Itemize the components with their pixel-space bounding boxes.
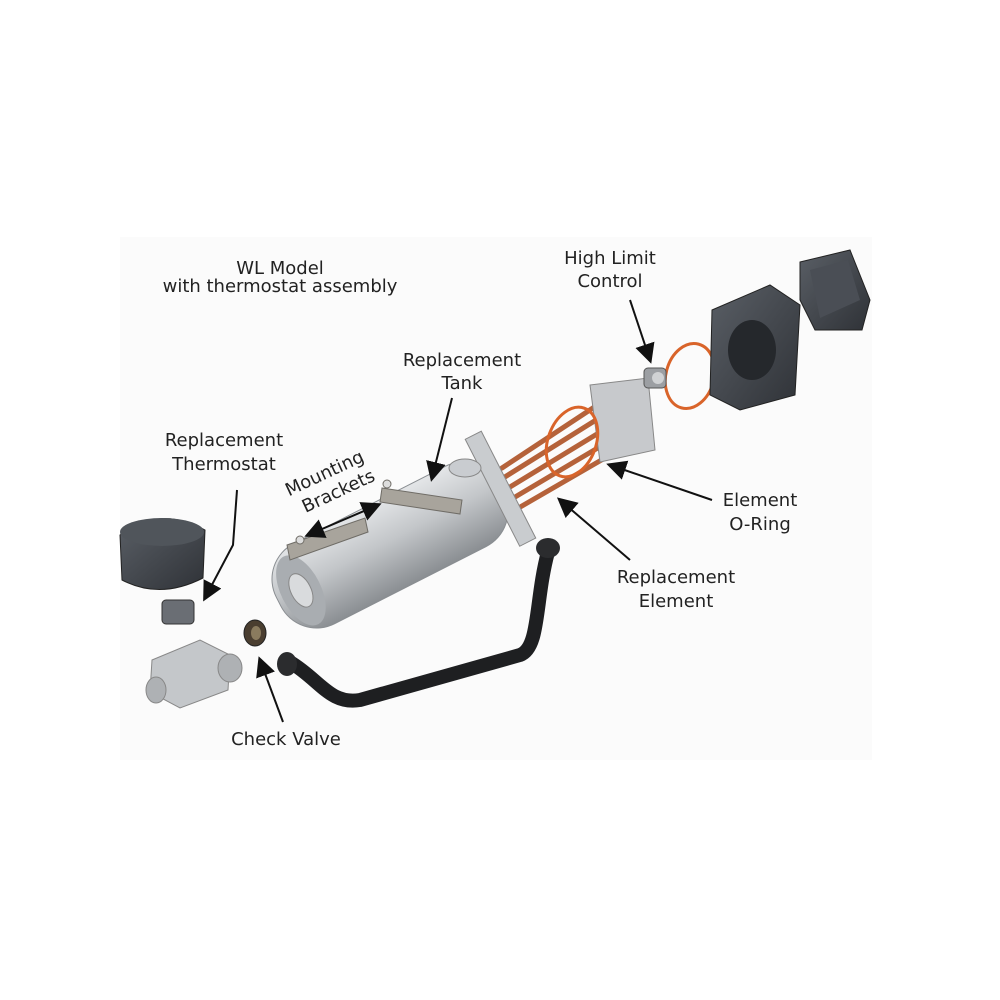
replacement-thermostat-part — [161, 599, 195, 625]
hose-fitting-right — [536, 538, 560, 558]
arrow-brackets — [304, 502, 382, 538]
title-line1: WL Model — [236, 258, 324, 279]
label-element-1: Replacement — [617, 567, 735, 588]
high-limit-control — [643, 367, 667, 389]
label-high-limit-2: Control — [577, 271, 642, 292]
arrow-element — [556, 497, 631, 561]
element-o-ring — [544, 405, 600, 479]
label-high-limit-1: High Limit — [564, 248, 656, 269]
label-oring-1: Element — [723, 490, 798, 511]
arrow-tank — [426, 397, 453, 482]
element-plate — [589, 377, 656, 463]
label-tank-2: Tank — [441, 373, 483, 394]
hose-fitting-left — [277, 652, 297, 676]
label-check-valve: Check Valve — [231, 729, 341, 750]
label-element-2: Element — [639, 591, 714, 612]
label-thermostat-2: Thermostat — [171, 454, 276, 475]
check-valve-part — [243, 619, 267, 647]
thermostat-box-cap — [119, 518, 206, 590]
valve-body — [145, 639, 243, 709]
callout-arrows — [203, 299, 713, 723]
arrow-check-valve — [256, 656, 284, 723]
arrow-high-limit — [629, 299, 655, 364]
hose — [283, 545, 555, 708]
label-tank-1: Replacement — [403, 350, 521, 371]
arrow-thermostat — [203, 489, 238, 602]
title-line2: with thermostat assembly — [163, 276, 398, 297]
junction-box — [709, 284, 801, 411]
junction-box-lid — [799, 249, 871, 331]
tank-port — [448, 458, 482, 478]
label-oring-2: O-Ring — [729, 514, 791, 535]
arrow-o-ring — [606, 460, 713, 501]
label-thermostat-1: Replacement — [165, 430, 283, 451]
